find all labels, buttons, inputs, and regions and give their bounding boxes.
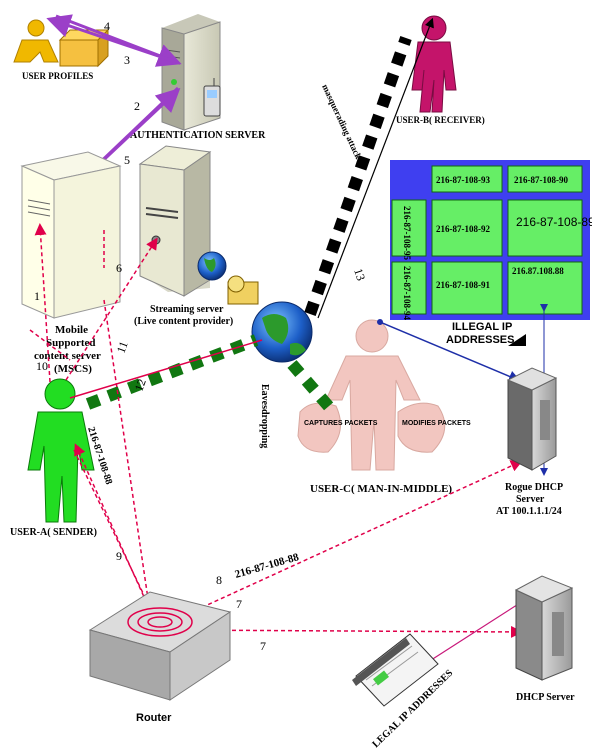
rogue-dhcp-server-icon	[506, 367, 558, 471]
dhcp-server-icon	[514, 575, 574, 681]
step-number-6: 6	[116, 261, 122, 275]
mitm-rogue-line	[379, 321, 521, 383]
step-number-8: 8	[216, 573, 222, 587]
mscs-label-2: Supported	[46, 337, 96, 349]
router-rogue-flow-8	[169, 460, 523, 623]
svg-text:216-87-108-93: 216-87-108-93	[436, 175, 490, 185]
rogue-dhcp-label-3: AT 100.1.1.1/24	[496, 506, 562, 517]
authentication-server-icon	[161, 14, 221, 131]
mscs-server-icon	[20, 151, 122, 319]
globe-user-b-arrow	[317, 17, 434, 319]
ip-block-grid: 216-87-108-93 216-87-108-90 216-87-108-9…	[391, 165, 592, 320]
router-ip-label: 216-87-108-88	[234, 551, 301, 581]
svg-text:216-87-108-92: 216-87-108-92	[436, 224, 490, 234]
step-number-3: 3	[124, 53, 130, 67]
router-label: Router	[136, 712, 172, 724]
step-number-13: 13	[351, 267, 368, 283]
sender-globe-green-path	[85, 334, 259, 410]
user-b-receiver-icon	[411, 15, 457, 113]
ip-block-7: 216-87-108-91	[431, 261, 503, 315]
sender-router-flow-9	[73, 449, 158, 623]
ip-block-6: 216-87-108-94	[391, 261, 427, 320]
ip-block-4: 216-87-108-92	[431, 199, 503, 257]
captures-packets-label: CAPTURES PACKETS	[304, 420, 378, 427]
modifies-packets-label: MODIFIES PACKETS	[402, 420, 471, 427]
globe-mitm-green-path	[287, 360, 335, 412]
mscs-label-1: Mobile	[55, 324, 88, 336]
legal-ip-book-icon	[352, 633, 439, 707]
user-a-sender-icon	[27, 378, 95, 523]
svg-text:216-87-108-94: 216-87-108-94	[402, 266, 412, 320]
router-dhcp-flow-7	[175, 625, 523, 638]
streaming-server-label-2: (Live content provider)	[134, 316, 233, 327]
user-profiles-label: USER PROFILES	[22, 71, 93, 81]
user-b-label: USER-B( RECEIVER)	[396, 115, 485, 125]
rogue-dhcp-label-2: Server	[516, 494, 545, 505]
authentication-server-label: AUTHENTICATION SERVER	[130, 130, 266, 141]
step-number-7b: 7	[260, 639, 266, 653]
router-sender-flow	[74, 443, 159, 629]
step-number-4: 4	[104, 19, 110, 33]
sender-globe-red-line	[69, 339, 263, 399]
mscs-sender-flow-10	[29, 329, 71, 361]
mitm-node-dot	[377, 319, 383, 325]
step-number-2: 2	[134, 99, 140, 113]
user-c-label: USER-C( MAN-IN-MIDDLE)	[310, 483, 452, 495]
streaming-server-label-1: Streaming server	[150, 304, 224, 315]
svg-text:216-87-108-95: 216-87-108-95	[402, 206, 412, 260]
auth-profiles-arrow-3	[46, 14, 177, 64]
mscs-label-3: content server	[34, 350, 101, 362]
illegal-ip-label-2: ADDRESSES	[446, 334, 514, 346]
mscs-router-flow	[103, 299, 157, 629]
film-reel-icon	[227, 275, 259, 305]
masquerading-path	[304, 36, 412, 316]
router-icon	[88, 591, 232, 701]
svg-text:216-87-108-89: 216-87-108-89	[516, 215, 592, 229]
step-number-12: 12	[132, 377, 149, 393]
dhcp-server-label: DHCP Server	[516, 692, 575, 703]
illegal-ip-arrow-icon	[508, 334, 526, 346]
step-number-10: 10	[36, 359, 48, 373]
step-number-7a: 7	[236, 597, 242, 611]
eavesdropping-label: Eavesdropping	[259, 384, 270, 448]
ip-block-3: 216-87-108-95	[391, 199, 427, 260]
ip-block-5: 216-87-108-89	[507, 199, 592, 257]
streaming-server-icon	[138, 145, 212, 297]
internet-globe-icon	[251, 301, 313, 363]
svg-text:216.87.108.88: 216.87.108.88	[512, 266, 564, 276]
illegal-ip-label-1: ILLEGAL IP	[452, 321, 512, 333]
small-globe-icon	[197, 251, 227, 281]
rogue-dhcp-label-1: Rogue DHCP	[505, 482, 563, 493]
step-number-5: 5	[124, 153, 130, 167]
user-profiles-icon	[13, 19, 110, 68]
step-number-11: 11	[114, 339, 131, 355]
sender-mscs-flow-1	[34, 223, 51, 383]
user-c-man-in-middle-icon	[297, 319, 446, 471]
user-a-label: USER-A( SENDER)	[10, 527, 97, 538]
step-number-9: 9	[116, 549, 122, 563]
ip-block-8: 216.87.108.88	[507, 261, 583, 315]
svg-text:216-87-108-91: 216-87-108-91	[436, 280, 490, 290]
ip-block-1: 216-87-108-93	[431, 165, 503, 193]
ip-block-2: 216-87-108-90	[507, 165, 583, 193]
step-number-1: 1	[34, 289, 40, 303]
masquerading-attack-label: masquerading attack	[320, 83, 363, 161]
mscs-label-4: (MSCS)	[54, 363, 92, 375]
svg-text:216-87-108-90: 216-87-108-90	[514, 175, 568, 185]
